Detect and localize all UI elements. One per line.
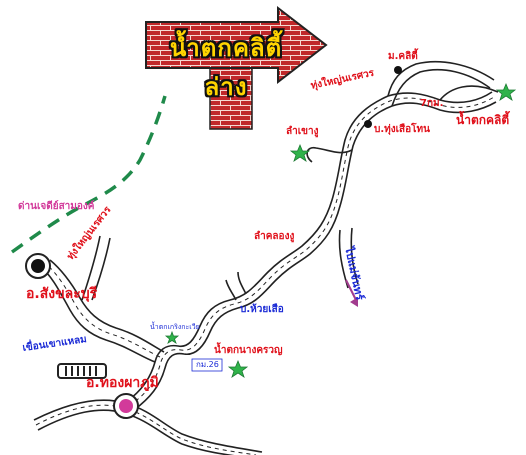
label-lam-khlong-ngu: ลำคลองงู [254, 231, 295, 242]
label-ban-huai-suea: บ.ห้วยเสือ [240, 304, 284, 315]
label-km-26: กม.26 [196, 360, 219, 369]
waterfall-star-icon [289, 143, 311, 162]
road-centerlines [35, 96, 495, 455]
district-marker-icon [113, 393, 139, 419]
label-lam-khao-ngu: ลำเขางู [286, 126, 319, 137]
label-thong-pha-phum: อ.ทองผาภูมิ [86, 375, 159, 391]
label-nang-khruan-falls: น้ำตกนางครวญ [214, 345, 283, 356]
label-waterfall-upper: น้ำตกคลิตี้ [456, 113, 510, 127]
label-small-waterfall: น้ำตกเกริงกะเวีย [150, 323, 200, 331]
sign-title: น้ำตกคลิตี้ล่าง [169, 34, 283, 101]
village-dot-icon [364, 120, 372, 128]
km-marker [191, 358, 223, 372]
brick-arrow-sign [145, 5, 328, 130]
waterfall-star-icon [495, 82, 517, 101]
dam-icon [57, 363, 107, 379]
label-distance-7km: 7กม. [420, 98, 444, 109]
waterfall-star-icon [164, 330, 180, 344]
district-marker-icon [25, 253, 51, 279]
border-line [10, 95, 167, 254]
waterfall-star-icon [227, 359, 249, 378]
label-checkpoint: ด่านเจดีย์สามองค์ [18, 201, 95, 212]
label-thung-suea-ton: บ.ทุ่งเสือโทน [374, 124, 430, 135]
label-upper-village: ม.คลิตี้ [388, 51, 418, 62]
direction-arrow-icon [345, 279, 358, 307]
label-sangkhla-buri: อ.สังขละบุรี [26, 286, 98, 302]
main-road [33, 60, 499, 455]
village-dot-icon [394, 66, 402, 74]
